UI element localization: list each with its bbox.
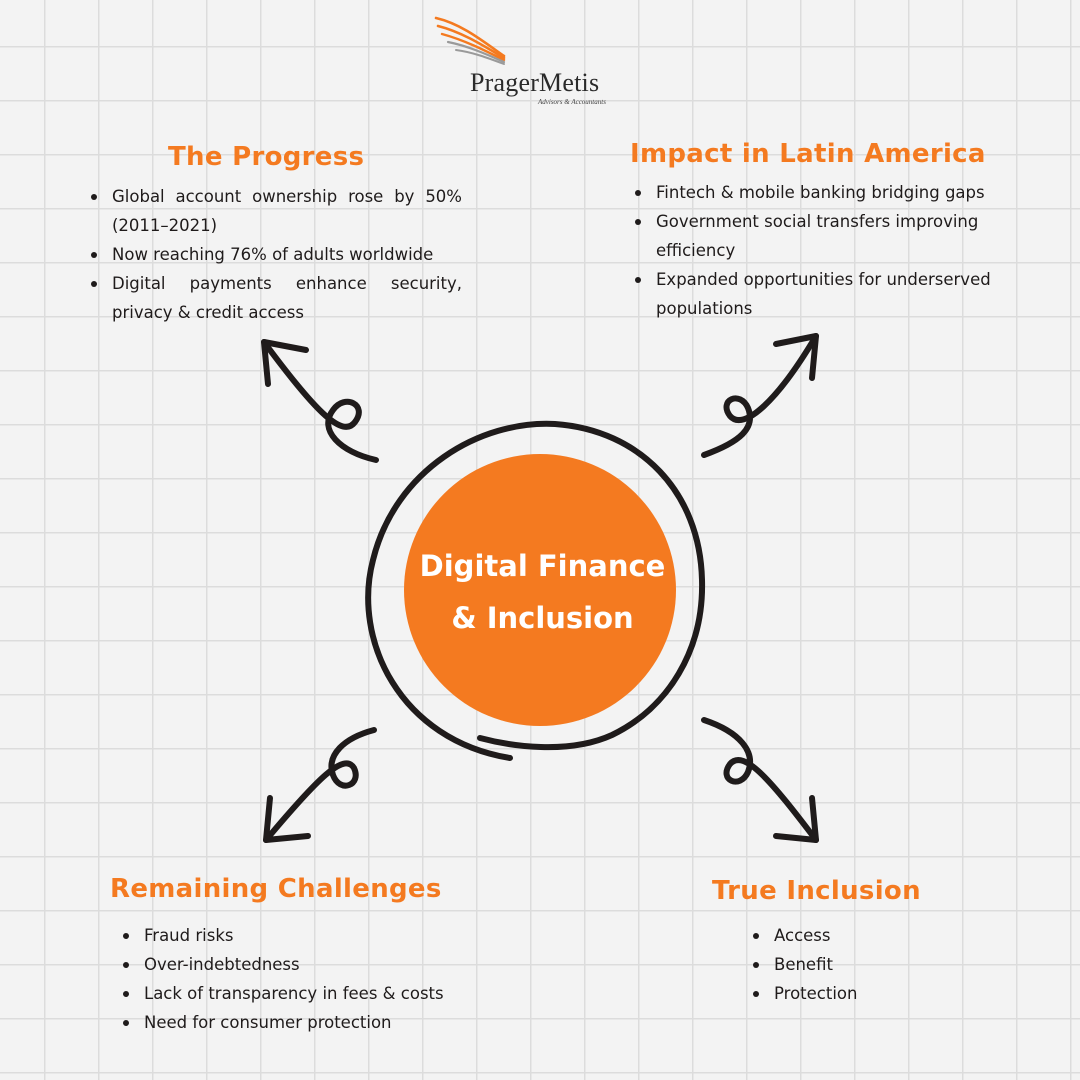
center-title-line: Digital Finance: [419, 549, 666, 583]
loop-arrow-icon: [261, 339, 379, 463]
heading-the-progress: The Progress: [168, 142, 365, 172]
list-item: Need for consumer protection: [120, 1008, 520, 1037]
list-item: Government social transfers improving ef…: [632, 207, 1012, 265]
heading-impact-latin-america: Impact in Latin America: [630, 139, 986, 169]
list-item: Global account ownership rose by 50% (20…: [88, 182, 462, 240]
list-item: Benefit: [750, 950, 950, 979]
list-item: Protection: [750, 979, 950, 1008]
list-item: Expanded opportunities for underserved p…: [632, 265, 1012, 323]
list-item: Now reaching 76% of adults worldwide: [88, 240, 462, 269]
brand-logo: PragerMetis Advisors & Accountants: [430, 14, 630, 106]
loop-arrow-icon: [701, 717, 819, 843]
loop-arrow-icon: [701, 333, 819, 458]
brand-tagline: Advisors & Accountants: [538, 98, 606, 106]
heading-remaining-challenges: Remaining Challenges: [110, 874, 442, 904]
challenges-list: Fraud risks Over-indebtedness Lack of tr…: [120, 921, 520, 1037]
brand-name: PragerMetis: [470, 68, 600, 97]
swoosh-logo-icon: [434, 16, 506, 65]
list-item: Digital payments enhance security, priva…: [88, 269, 462, 327]
true-inclusion-list: Access Benefit Protection: [750, 921, 950, 1008]
list-item: Fintech & mobile banking bridging gaps: [632, 178, 1012, 207]
list-item: Access: [750, 921, 950, 950]
center-title: Digital Finance & Inclusion: [400, 540, 685, 644]
heading-true-inclusion: True Inclusion: [712, 876, 921, 906]
progress-list: Global account ownership rose by 50% (20…: [88, 182, 462, 327]
center-circle: [404, 454, 676, 726]
center-title-line: & Inclusion: [451, 601, 634, 635]
list-item: Over-indebtedness: [120, 950, 520, 979]
list-item: Fraud risks: [120, 921, 520, 950]
latam-list: Fintech & mobile banking bridging gaps G…: [632, 178, 1012, 323]
loop-arrow-icon: [263, 727, 377, 843]
center-ring: [365, 420, 706, 761]
list-item: Lack of transparency in fees & costs: [120, 979, 520, 1008]
